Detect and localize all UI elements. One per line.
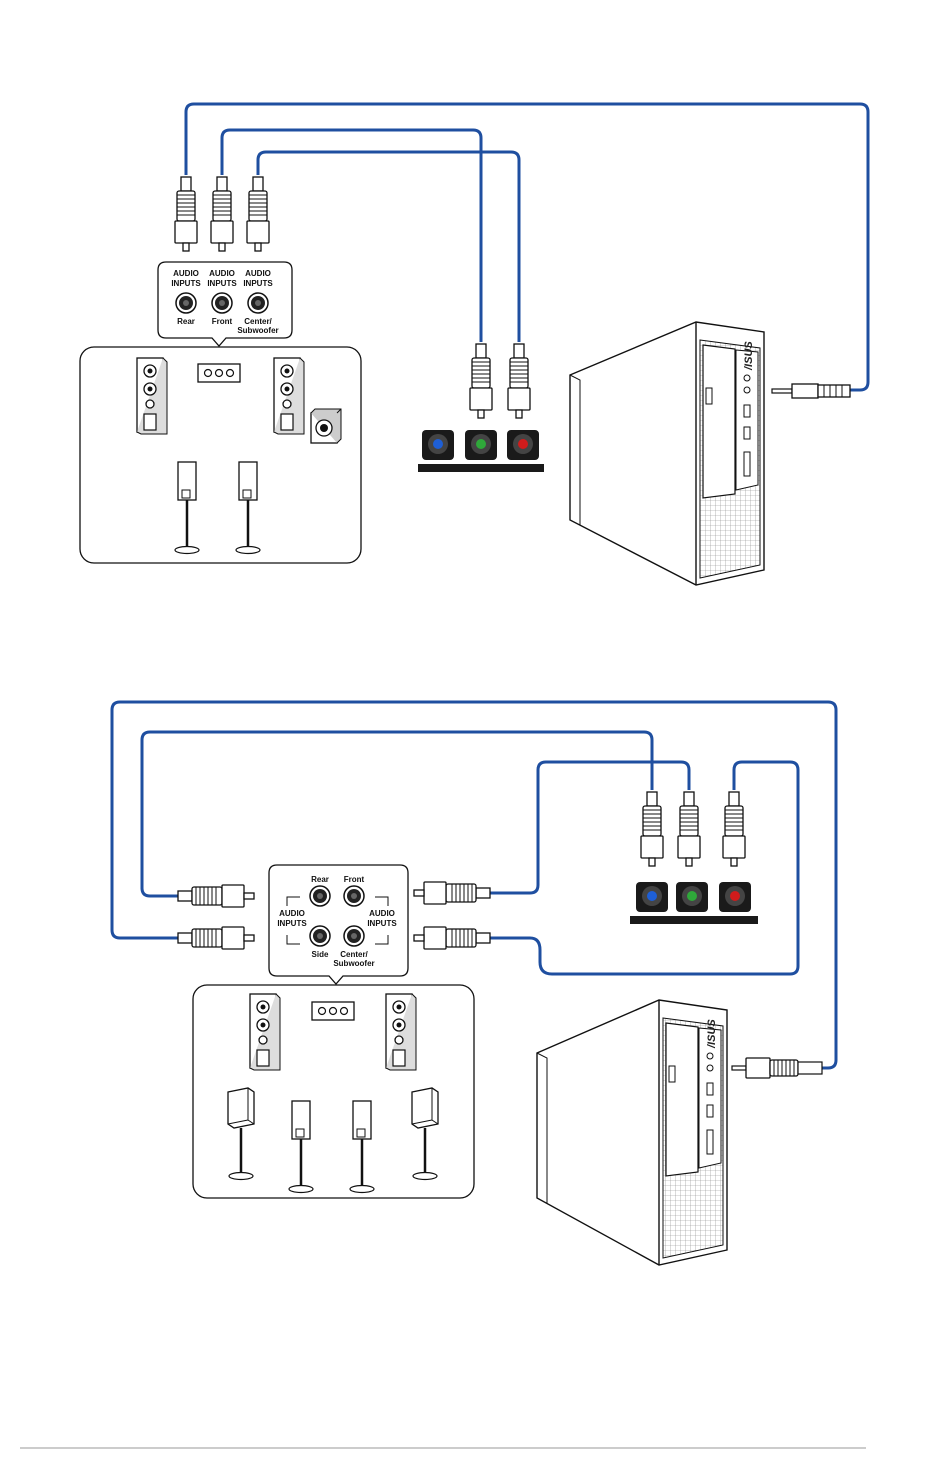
jack-label-rear: Rear (177, 317, 195, 326)
jack-label-subwoofer: Subwoofer (333, 959, 374, 968)
panel-label-line1: AUDIO (209, 269, 235, 278)
group-label-left-line2: INPUTS (277, 919, 307, 928)
port-red-dot (730, 891, 740, 901)
rca-plug-rear (178, 885, 254, 907)
audio-35mm-plug-1 (772, 384, 850, 398)
jack-label-center: Center/ (340, 950, 368, 959)
jack-rear (176, 293, 196, 313)
panel-label-line2: INPUTS (171, 279, 201, 288)
speaker-input-panel-1: AUDIO INPUTS AUDIO INPUTS AUDIO INPUTS R… (158, 262, 292, 346)
jack-center (248, 293, 268, 313)
rca-plug-pc-front (470, 344, 492, 418)
port-red-dot (518, 439, 528, 449)
rca-plug-front (414, 882, 490, 904)
port-blue-dot (433, 439, 443, 449)
rca-plug-center (414, 927, 490, 949)
front-right-speaker (386, 994, 416, 1070)
jack-front (212, 293, 232, 313)
rca-plug-pc-rear (641, 792, 663, 866)
jack-label-center: Center/ (244, 317, 272, 326)
jack-rear (310, 886, 330, 906)
jack-side (310, 926, 330, 946)
subwoofer (311, 409, 341, 443)
jack-label-subwoofer: Subwoofer (237, 326, 278, 335)
jack-label-rear: Rear (311, 875, 329, 884)
speaker-set-box-2 (193, 985, 474, 1198)
desktop-pc-2: /ISUS (537, 1000, 727, 1265)
speaker-set-box-1 (80, 347, 361, 563)
cable-center (490, 762, 798, 974)
group-label-right-line1: AUDIO (369, 909, 395, 918)
diagram-1-5.1-channel: AUDIO INPUTS AUDIO INPUTS AUDIO INPUTS R… (80, 104, 868, 585)
rca-plug-front (211, 177, 233, 251)
rca-plug-rear (175, 177, 197, 251)
jack-label-front: Front (212, 317, 233, 326)
jack-front (344, 886, 364, 906)
pc-audio-ports-2 (630, 882, 758, 924)
port-blue-dot (647, 891, 657, 901)
jack-center (344, 926, 364, 946)
rca-plug-pc-front (678, 792, 700, 866)
jack-label-front: Front (344, 875, 365, 884)
group-label-right-line2: INPUTS (367, 919, 397, 928)
panel-label-line2: INPUTS (243, 279, 273, 288)
brand-logo: /ISUS (706, 1019, 718, 1049)
pc-audio-ports-1 (418, 430, 544, 472)
rca-plug-center (247, 177, 269, 251)
group-label-left-line1: AUDIO (279, 909, 305, 918)
brand-logo: /ISUS (743, 341, 755, 371)
jack-label-side: Side (312, 950, 329, 959)
port-green-dot (476, 439, 486, 449)
panel-label-line2: INPUTS (207, 279, 237, 288)
desktop-pc-1: /ISUS (570, 322, 764, 585)
rca-plug-pc-center (508, 344, 530, 418)
port-icon (198, 364, 240, 382)
panel-label-line1: AUDIO (173, 269, 199, 278)
diagram-2-7.1-channel: Rear Front Side Center/ Subwoofer AUDIO … (112, 702, 836, 1265)
port-icon (312, 1002, 354, 1020)
panel-label-line1: AUDIO (245, 269, 271, 278)
speaker-input-panel-2: Rear Front Side Center/ Subwoofer AUDIO … (269, 865, 408, 984)
rca-plug-side (178, 927, 254, 949)
front-right-speaker (274, 358, 304, 434)
rca-plug-pc-center (723, 792, 745, 866)
audio-plug-pc-2 (732, 1058, 822, 1078)
front-left-speaker (137, 358, 167, 434)
front-left-speaker (250, 994, 280, 1070)
port-green-dot (687, 891, 697, 901)
